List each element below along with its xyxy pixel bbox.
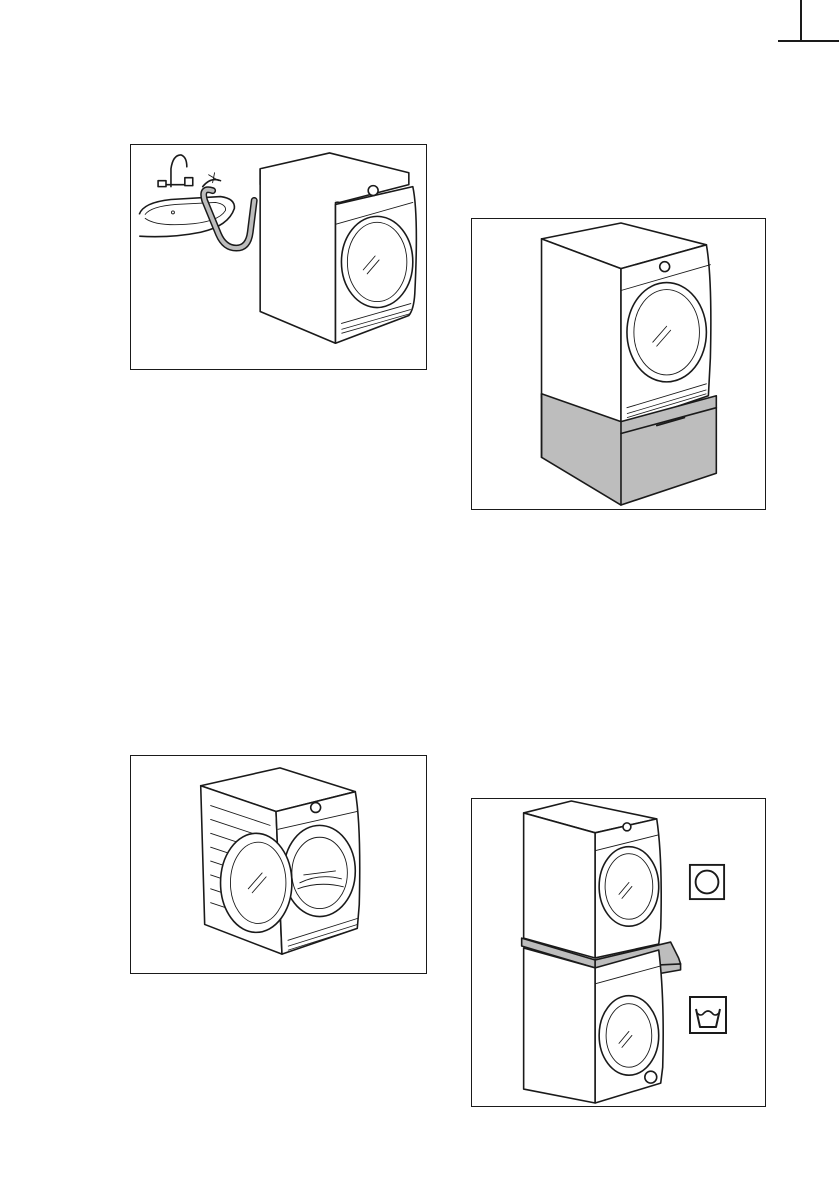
tumble-dryer-symbol-icon	[688, 863, 726, 901]
figure-pedestal	[471, 218, 766, 510]
figure-drain-hose-to-sink	[130, 144, 427, 370]
dryer-with-open-door-illustration	[131, 756, 426, 973]
dryer-with-drain-hose-to-sink-illustration	[131, 145, 426, 369]
figure-door-open	[130, 755, 427, 974]
dryer-on-pedestal-drawer-illustration	[472, 219, 765, 509]
figure-stacking-kit	[471, 798, 766, 1107]
washing-machine-symbol-icon	[688, 995, 728, 1035]
crop-mark	[800, 0, 802, 41]
dryer-stacked-on-washer-illustration	[472, 799, 765, 1106]
crop-mark	[778, 40, 839, 42]
